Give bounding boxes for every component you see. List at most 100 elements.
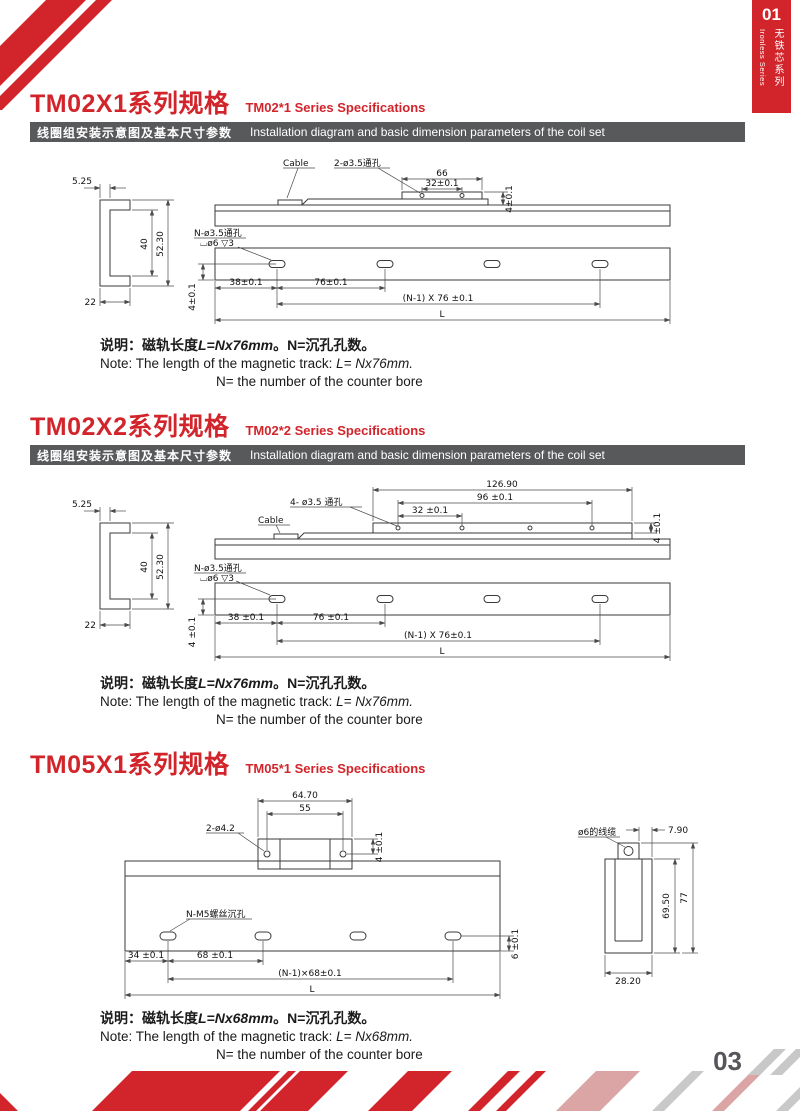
plan-view-outline [214,247,671,281]
side-view-dimensions [258,487,656,534]
tm02x2-installation-drawing: 5.25 40 52.30 22 126.90 96 ±0.1 32 ±0.1 … [72,480,671,661]
cross-section-outline [99,522,131,610]
drawing-labels: 5.25 40 52.30 22 126.90 96 ±0.1 32 ±0.1 … [72,480,663,657]
dim-55: 55 [299,804,310,814]
bottom-stripes-decoration [0,1071,800,1111]
dim-n-68: (N-1)×68±0.1 [278,969,342,979]
tm05x1-installation-drawing: 64.70 55 4 ±0.1 2-ø4.2 N-M5螺丝沉孔 6 ±0.1 3… [124,791,698,999]
counterbore-label-2: ⌴ø6 ▽3 [200,239,234,249]
dim-40: 40 [140,561,150,573]
mount-plate-dimensions [206,798,378,855]
dim-5-25: 5.25 [72,500,92,510]
dim-4-top: 4±0.1 [505,185,515,213]
section-heading: TM05X1系列规格 TM05*1 Series Specifications [30,745,800,779]
info-bar-en: Installation diagram and basic dimension… [250,125,605,139]
side-view-outline [214,191,671,227]
dim-40: 40 [140,238,150,250]
dim-64-70: 64.70 [292,791,318,801]
note-cn-formula: L=Nx76mm [198,337,274,353]
note-cn-formula: L=Nx68mm [198,1010,274,1026]
note-en-formula: L= Nx68mm. [336,1029,414,1044]
dim-52-30: 52.30 [156,231,166,257]
heading-en: TM02*1 Series Specifications [245,100,426,115]
dim-n-76: (N-1) X 76±0.1 [404,631,472,641]
note-en-prefix: Note: The length of the magnetic track: [100,1029,337,1044]
note-cn-formula: L=Nx76mm [198,675,274,691]
plan-view-outline [214,582,671,616]
cross-section-dimensions [84,184,174,306]
dim-22: 22 [85,298,96,308]
dim-4-left: 4±0.1 [188,283,198,311]
dim-22: 22 [85,621,96,631]
dim-7-90: 7.90 [668,826,688,836]
side-view-dimensions [283,167,508,206]
cross-section-outline [99,199,131,287]
top-holes-label: 4- ø3.5 通孔 [290,497,343,508]
dim-32: 32±0.1 [425,179,458,189]
section-tm02x1: TM02X1系列规格 TM02*1 Series Specifications … [30,84,800,391]
note-cn-text: 磁轨长度 [142,1010,198,1026]
note-label: 说明： [100,1010,142,1026]
dim-76: 76±0.1 [314,278,347,288]
section-heading: TM02X1系列规格 TM02*1 Series Specifications [30,84,800,118]
dim-4: 4 ±0.1 [375,832,385,862]
page-footer: 03 [713,1046,800,1077]
chapter-label-en: Ironless Series [758,29,767,87]
note-en-formula: L= Nx76mm. [336,356,414,371]
dim-38: 38±0.1 [229,278,262,288]
counterbore-label-1: N-ø3.5通孔 [194,228,242,239]
heading-en: TM05*1 Series Specifications [245,761,426,776]
info-bar: 线圈组安装示意图及基本尺寸参数 Installation diagram and… [30,122,745,142]
note-en-formula: L= Nx76mm. [336,694,414,709]
side-view-outline [214,522,671,560]
counterbore-label-1: N-ø3.5通孔 [194,563,242,574]
counterbore-label-2: ⌴ø6 ▽3 [200,574,234,584]
dim-4-top: 4 ±0.1 [653,513,663,543]
page-number: 03 [713,1046,742,1076]
dim-96: 96 ±0.1 [477,493,513,503]
mount-plate-outline [257,838,353,870]
heading-cn: TM02X2系列规格 [30,413,230,441]
section-tm02x2: TM02X2系列规格 TM02*2 Series Specifications … [30,407,800,729]
dim-length: L [309,985,314,995]
dim-68: 68 ±0.1 [197,951,233,961]
note-en-line2: N= the number of the counter bore [216,1047,423,1062]
note-cn-text2: 。N=沉孔孔数。 [273,337,376,353]
drawing-labels: 5.25 40 52.30 22 Cable 2-ø3.5通孔 66 32±0.… [72,158,515,320]
dim-52-30: 52.30 [156,554,166,580]
dim-126-90: 126.90 [486,480,518,490]
dim-28-20: 28.20 [615,977,641,987]
dim-n-76: (N-1) X 76 ±0.1 [403,294,474,304]
dim-length: L [439,310,444,320]
heading-cn: TM02X1系列规格 [30,90,230,118]
dim-32: 32 ±0.1 [412,506,448,516]
dim-69-50: 69.50 [662,893,672,919]
chapter-label-cn: 无铁芯系列 [772,28,783,88]
dim-6-right: 6 ±0.1 [511,929,521,959]
note-cn-text: 磁轨长度 [142,675,198,691]
note-en-prefix: Note: The length of the magnetic track: [100,694,337,709]
dim-4-left: 4 ±0.1 [188,617,198,647]
info-bar-cn: 线圈组安装示意图及基本尺寸参数 [37,448,233,463]
dim-38: 38 ±0.1 [228,613,264,623]
screw-holes-label: N-M5螺丝沉孔 [186,908,245,920]
dim-5-25: 5.25 [72,177,92,187]
drawing-labels: 64.70 55 4 ±0.1 2-ø4.2 N-M5螺丝沉孔 6 ±0.1 3… [128,791,690,995]
chapter-number: 01 [762,5,781,24]
heading-cn: TM05X1系列规格 [30,751,230,779]
info-bar-cn: 线圈组安装示意图及基本尺寸参数 [37,125,233,140]
note-en-prefix: Note: The length of the magnetic track: [100,356,337,371]
note-en-line2: N= the number of the counter bore [216,712,423,727]
dim-66: 66 [436,169,448,179]
page-content: TM02X1系列规格 TM02*1 Series Specifications … [30,84,800,1064]
info-bar: 线圈组安装示意图及基本尺寸参数 Installation diagram and… [30,445,745,465]
cable-label: Cable [283,159,309,169]
info-bar-en: Installation diagram and basic dimension… [250,448,605,462]
notes-tm02x1: 说明：磁轨长度L=Nx76mm。N=沉孔孔数。 Note: The length… [100,335,800,391]
plan-view-dimensions [194,237,671,324]
notes-tm05x1: 说明：磁轨长度L=Nx68mm。N=沉孔孔数。 Note: The length… [100,1008,800,1064]
notes-tm02x2: 说明：磁轨长度L=Nx76mm。N=沉孔孔数。 Note: The length… [100,673,800,729]
note-cn-text2: 。N=沉孔孔数。 [273,675,376,691]
cross-section-dimensions [84,507,174,629]
note-label: 说明： [100,337,142,353]
